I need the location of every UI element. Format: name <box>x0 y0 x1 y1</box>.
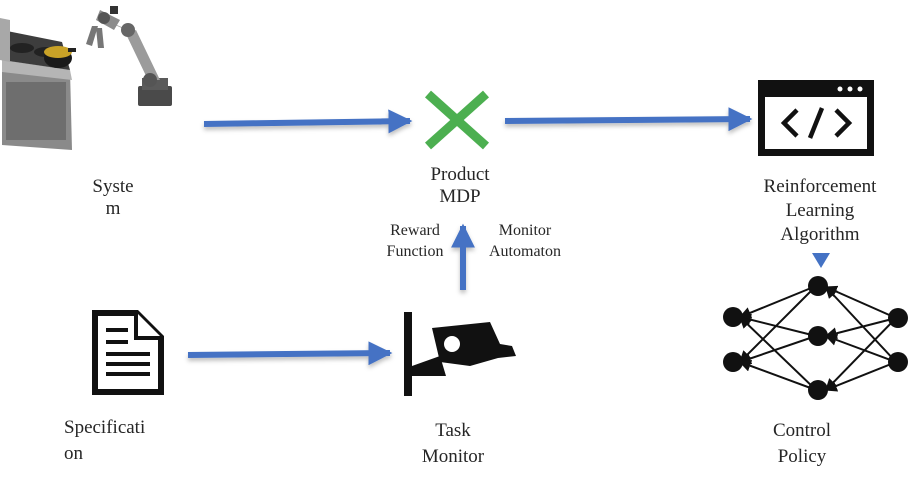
document-icon <box>92 310 164 395</box>
arrow-spec-to-monitor <box>187 341 393 366</box>
label-control-policy: Control Policy <box>772 420 832 467</box>
label-rl-algorithm: Reinforcement Learning Algorithm <box>763 176 877 245</box>
arrows <box>187 107 753 366</box>
code-window-icon <box>758 80 874 156</box>
label-reward-function: Reward Function <box>386 222 444 260</box>
arrow-mdp-to-rl <box>504 107 753 132</box>
label-specification: Specificati on <box>64 417 146 464</box>
arrow-rl-to-policy <box>812 253 830 268</box>
label-system: Syste m <box>92 176 134 219</box>
label-task-monitor: Task Monitor <box>421 420 485 467</box>
robot-arm-stove-icon <box>0 6 172 150</box>
label-monitor-automaton: Monitor Automaton <box>489 222 561 260</box>
security-camera-icon <box>404 312 516 396</box>
arrow-system-to-mdp <box>203 109 413 134</box>
neural-network-icon <box>723 276 908 400</box>
cross-icon <box>424 90 490 150</box>
label-product-mdp: Product MDP <box>430 164 490 207</box>
